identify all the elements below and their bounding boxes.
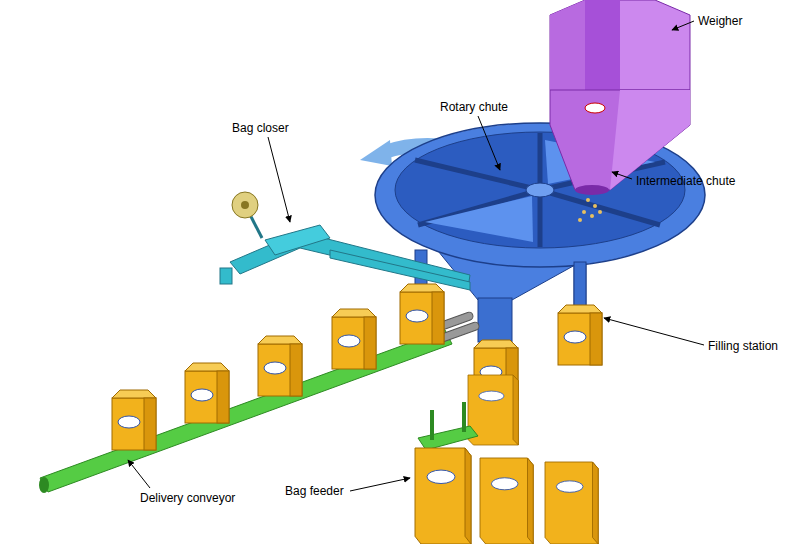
part-label: Intermediate chute xyxy=(636,174,735,188)
weigher xyxy=(550,0,690,222)
part-label: Bag closer xyxy=(232,121,289,135)
delivery-conveyor xyxy=(39,284,480,493)
leader-lines xyxy=(128,21,704,491)
filling-station xyxy=(558,262,602,365)
bag-closer xyxy=(220,192,470,290)
part-label: Weigher xyxy=(698,14,742,28)
part-label: Bag feeder xyxy=(285,484,344,498)
part-label: Filling station xyxy=(708,339,778,353)
part-label: Rotary chute xyxy=(440,100,508,114)
bag-feeder xyxy=(415,340,598,544)
part-label: Delivery conveyor xyxy=(140,491,235,505)
